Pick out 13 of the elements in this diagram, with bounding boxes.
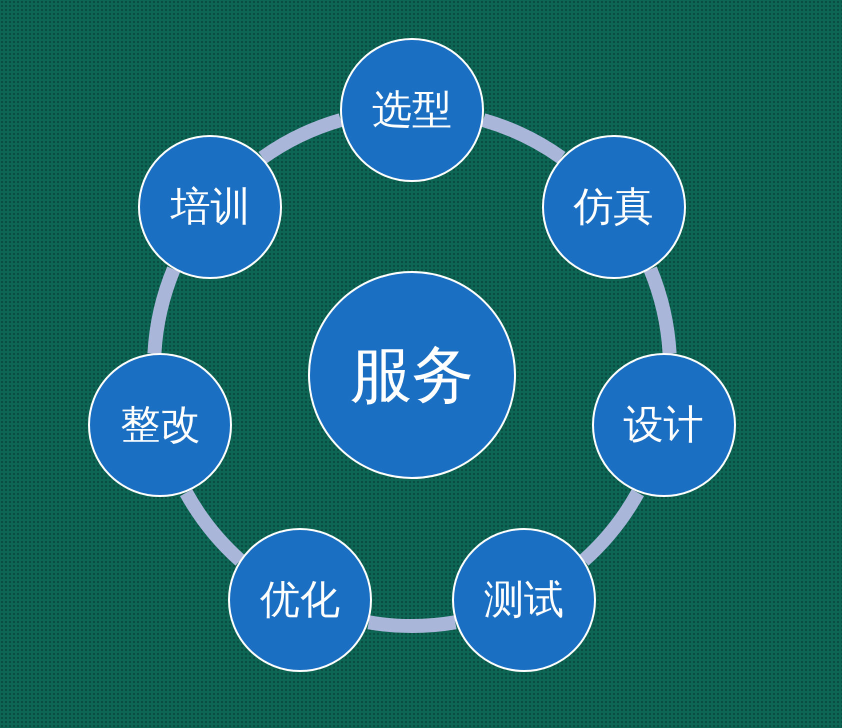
ring-connector <box>578 489 644 566</box>
node-label: 服务 <box>350 344 474 406</box>
node-label: 选型 <box>372 90 452 130</box>
ring-connector <box>644 266 677 354</box>
node-label: 优化 <box>260 580 340 620</box>
node-label: 仿真 <box>574 187 654 228</box>
node-label: 整改 <box>120 405 200 446</box>
ring-connector <box>147 266 180 354</box>
ring-connector <box>368 615 456 633</box>
ring-connector <box>180 489 246 566</box>
node-label: 测试 <box>484 580 564 620</box>
node-label: 培训 <box>170 187 250 228</box>
node-label: 设计 <box>624 405 704 446</box>
